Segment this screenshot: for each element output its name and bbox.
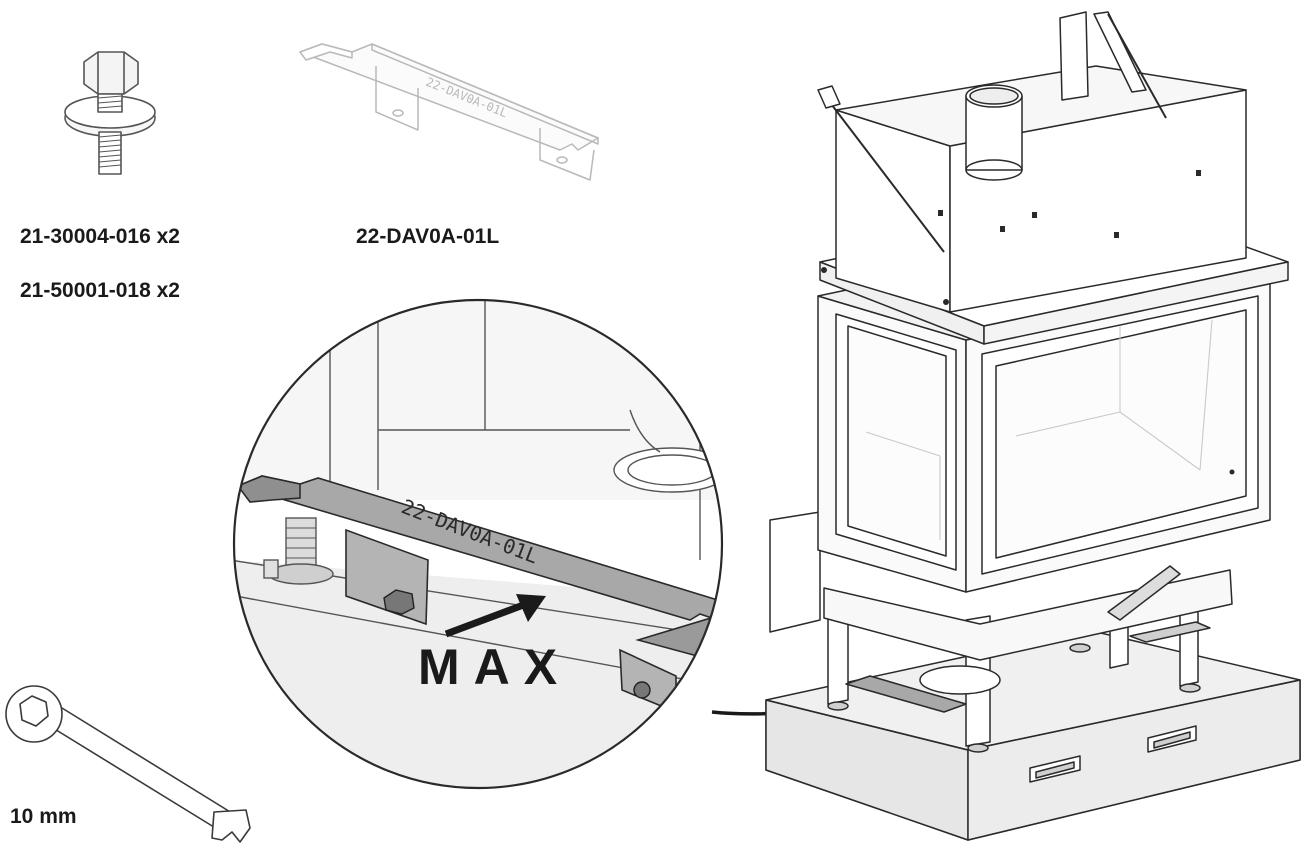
wrench-size-label: 10 mm: [10, 805, 77, 828]
bolt-part-number: 21-30004-016 x2: [20, 225, 180, 248]
fireplace-assembly: [765, 11, 1301, 841]
bolt-illustration: [64, 51, 156, 175]
max-arrow: [444, 594, 546, 638]
wrench-illustration: [5, 685, 251, 843]
washer-part-number: 21-50001-018 x2: [20, 279, 180, 302]
max-label: MAX: [418, 639, 572, 695]
bracket-illustration: 22-DAV0A-01L: [299, 43, 599, 181]
magnified-detail: 22-DAV0A-01L: [232, 298, 724, 790]
bracket-part-number: 22-DAV0A-01L: [356, 225, 500, 248]
